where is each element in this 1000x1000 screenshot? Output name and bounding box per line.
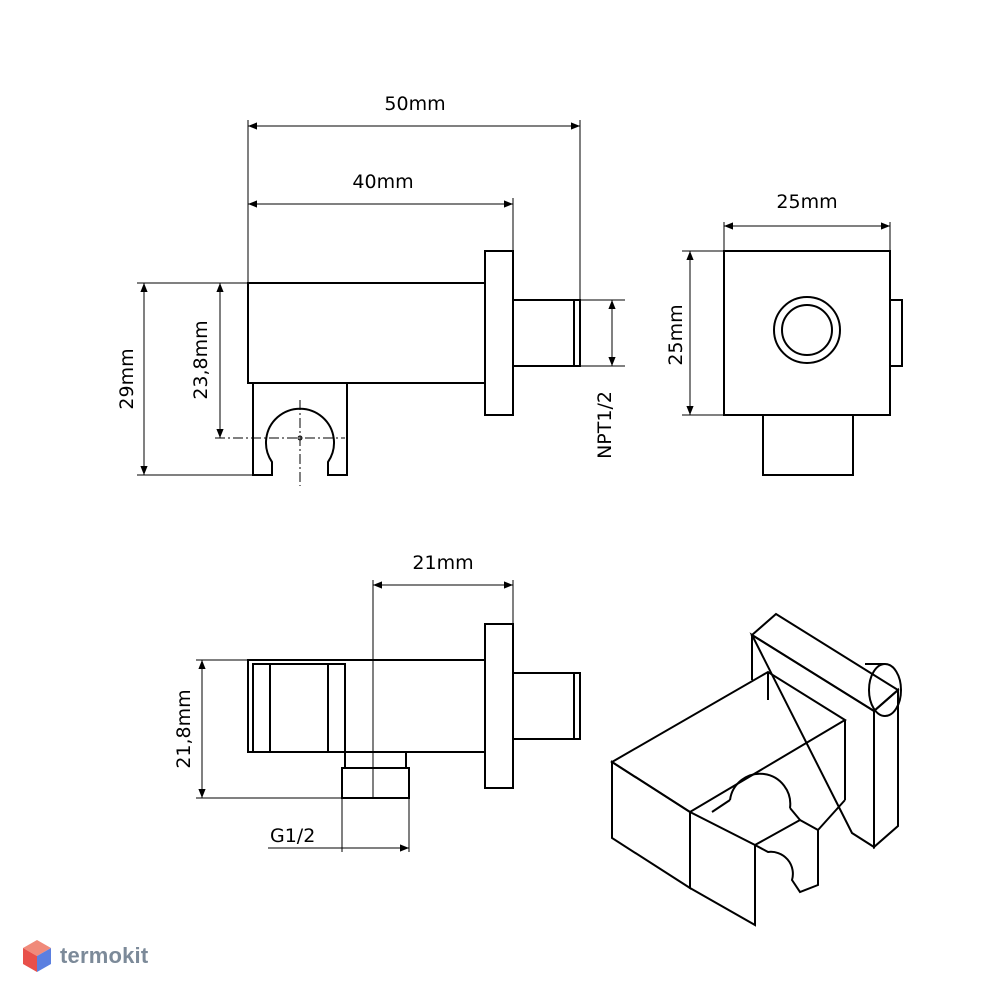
side-view: 25mm 25mm	[665, 191, 903, 476]
dim-label-50: 50mm	[384, 93, 445, 115]
brand-name: termokit	[60, 943, 149, 968]
dim-label-23-8: 23,8mm	[190, 320, 212, 399]
isometric-view	[610, 612, 902, 927]
dim-label-40: 40mm	[352, 171, 413, 193]
dim-label-g12: G1/2	[270, 825, 315, 847]
dim-label-29: 29mm	[116, 348, 138, 409]
cube-logo-icon	[23, 940, 51, 972]
top-view: 21mm 21,8mm G1/2	[173, 552, 581, 852]
dim-label-21-8: 21,8mm	[173, 689, 195, 768]
dim-label-npt: NPT1/2	[594, 391, 616, 459]
dim-label-21: 21mm	[412, 552, 473, 574]
front-view: 50mm 40mm 29mm 23,8mm NPT1/2	[116, 93, 625, 486]
dim-label-side-25-height: 25mm	[665, 304, 687, 365]
brand-logo: termokit	[22, 938, 148, 974]
dim-label-side-25-width: 25mm	[776, 191, 837, 213]
